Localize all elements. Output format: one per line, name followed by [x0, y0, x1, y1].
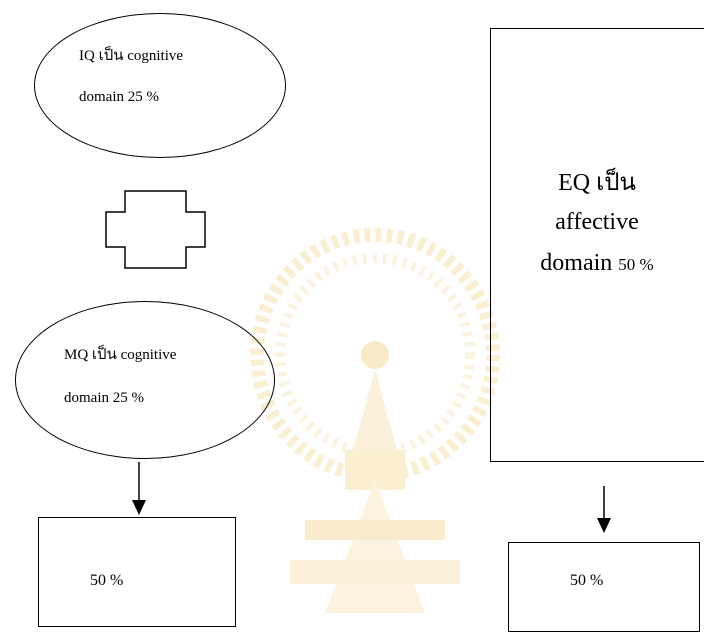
- down-arrow-icon: [132, 462, 146, 515]
- left-result-box: [38, 517, 236, 627]
- mq-ellipse: [15, 301, 275, 459]
- eq-box: [490, 28, 704, 462]
- university-emblem-watermark: [250, 228, 500, 613]
- eq-domain-word: domain: [540, 250, 613, 276]
- eq-percentage: 50 %: [618, 255, 654, 274]
- eq-label-line1: EQ เป็น: [558, 170, 636, 196]
- mq-label-line2: domain 25 %: [64, 390, 144, 406]
- left-result-label: 50 %: [90, 572, 124, 589]
- eq-label-line3: domain 50 %: [490, 246, 704, 282]
- cross-shape-icon: [105, 190, 206, 269]
- down-arrow-icon: [597, 486, 611, 533]
- iq-label-line2: domain 25 %: [79, 89, 159, 105]
- right-result-box: [508, 542, 700, 632]
- iq-ellipse: [34, 13, 286, 158]
- mq-label-line1: MQ เป็น cognitive: [64, 347, 177, 363]
- iq-label-line1: IQ เป็น cognitive: [79, 48, 184, 64]
- eq-label-line2: affective: [555, 209, 639, 235]
- right-result-label: 50 %: [570, 572, 604, 589]
